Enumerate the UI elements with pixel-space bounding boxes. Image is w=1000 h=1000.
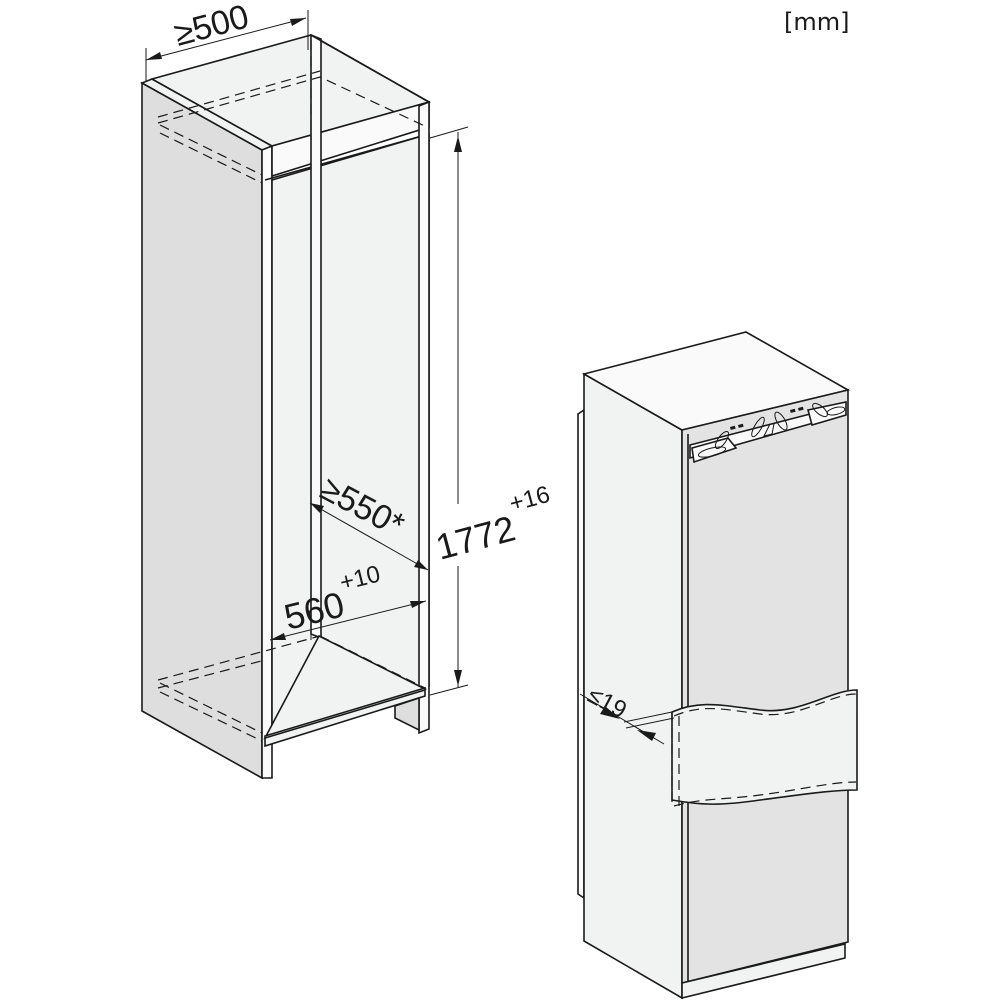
cabinet-right-panel <box>310 33 322 640</box>
appliance: ≤19 <box>577 331 858 1000</box>
door-panel-cutaway <box>623 689 858 807</box>
cabinet-left-front-strip <box>261 144 273 779</box>
dimension-height-1772: 1772 +16 <box>429 126 553 696</box>
label-height-tolerance: +16 <box>507 481 553 518</box>
appliance-plinth <box>681 942 846 1000</box>
appliance-rear-strip <box>577 408 585 900</box>
cabinet-right-foot <box>394 696 420 732</box>
label-depth-500: ≥500 <box>170 0 253 54</box>
cabinet-right-front-strip <box>418 100 430 735</box>
cabinet-left-panel <box>141 81 263 780</box>
niche-cabinet <box>140 33 432 780</box>
top-mounting-bracket <box>689 401 847 464</box>
appliance-front <box>681 388 849 985</box>
cabinet-interior-back <box>271 132 430 735</box>
label-height-1772: 1772 <box>431 507 519 567</box>
units-label: [mm] <box>784 8 849 36</box>
